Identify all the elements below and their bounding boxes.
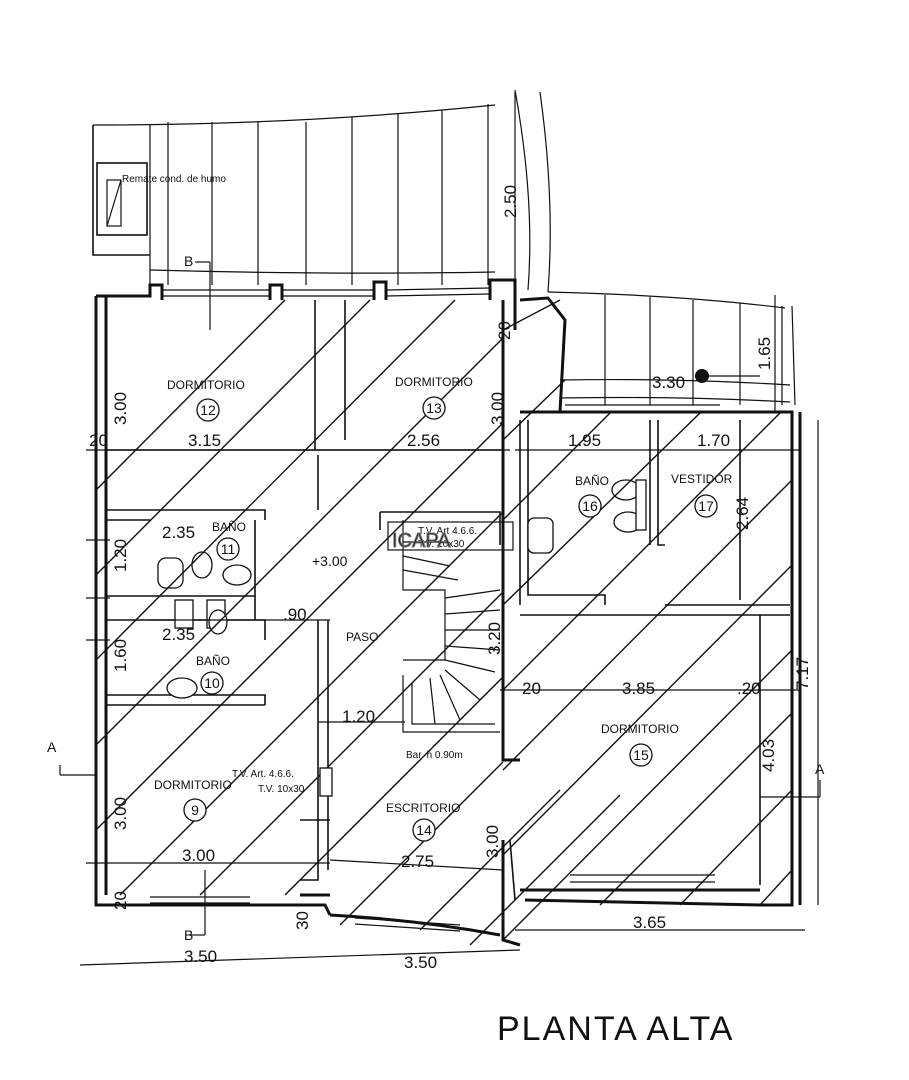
room-bano-16: BAÑO 16 [575,474,609,518]
tv-note-upper: T.V. Art 4.6.6. T.V. 10x30 ICAPA [387,521,514,553]
level-mark: +3.00 [312,553,348,569]
tv-note-lower: T.V. Art. 4.6.6. T.V. 10x30 [232,767,333,797]
section-markers: A A B B [47,253,825,943]
room-paso: PASO [346,630,378,644]
dimension-labels: 2.50 20 3.00 20 3.15 2.56 3.00 1.95 1.70… [89,185,812,972]
svg-text:A: A [815,761,825,777]
svg-text:3.50: 3.50 [184,947,217,966]
svg-text:3.20: 3.20 [485,622,504,655]
pergola-top-right [547,291,796,406]
svg-text:2.64: 2.64 [733,497,752,530]
svg-text:7.17: 7.17 [793,657,812,690]
svg-text:1.60: 1.60 [111,639,130,672]
svg-text:BAÑO: BAÑO [212,520,246,534]
svg-text:20: 20 [111,891,130,910]
svg-text:17: 17 [698,498,714,514]
svg-text:12: 12 [200,402,216,418]
svg-text:T.V. Art 4.6.6.: T.V. Art 4.6.6. [418,526,477,537]
svg-text:4.03: 4.03 [759,739,778,772]
svg-text:VESTIDOR: VESTIDOR [671,472,733,486]
svg-text:BAÑO: BAÑO [196,654,230,668]
svg-text:1.20: 1.20 [342,707,375,726]
svg-text:15: 15 [633,747,649,763]
chimney-note: Remate cond. de humo [122,174,226,185]
windows [150,287,720,932]
watermark: ICAPA [392,530,451,552]
svg-text:3.30: 3.30 [652,373,685,392]
interior-walls [106,300,790,901]
room-bano-10: BAÑO 10 [196,654,230,695]
svg-text:2.56: 2.56 [407,431,440,450]
staircase: Bar. h 0.90m [379,511,501,761]
dimension-lines [59,92,821,966]
svg-text:ESCRITORIO: ESCRITORIO [386,801,460,815]
room-dormitorio-9: DORMITORIO 9 [154,778,232,822]
svg-text:1.70: 1.70 [697,431,730,450]
svg-text:13: 13 [426,400,442,416]
svg-text:.20: .20 [737,679,761,698]
svg-text:PASO: PASO [346,630,378,644]
svg-text:2.35: 2.35 [162,625,195,644]
svg-text:1.65: 1.65 [755,337,774,370]
svg-text:3.65: 3.65 [633,913,666,932]
svg-text:T.V. 10x30: T.V. 10x30 [418,539,465,550]
room-dormitorio-13: DORMITORIO 13 [395,375,473,420]
room-dormitorio-12: DORMITORIO 12 [167,378,245,422]
room-dormitorio-15: DORMITORIO 15 [601,722,679,767]
svg-text:20: 20 [495,321,514,340]
stair-note: Bar. h 0.90m [406,750,463,761]
svg-text:BAÑO: BAÑO [575,474,609,488]
svg-text:3.15: 3.15 [188,431,221,450]
room-escritorio-14: ESCRITORIO 14 [386,801,460,842]
svg-text:3.00: 3.00 [111,392,130,425]
svg-text:2.50: 2.50 [501,185,520,218]
svg-text:3.00: 3.00 [111,797,130,830]
svg-text:3.00: 3.00 [483,825,502,858]
svg-text:DORMITORIO: DORMITORIO [167,378,245,392]
svg-text:1.95: 1.95 [568,431,601,450]
svg-text:30: 30 [293,911,312,930]
fixtures [157,479,647,699]
svg-text:3.00: 3.00 [182,846,215,865]
svg-text:DORMITORIO: DORMITORIO [395,375,473,389]
chimney-cap [96,162,148,236]
svg-text:14: 14 [416,822,432,838]
svg-text:20: 20 [522,679,541,698]
svg-text:2.75: 2.75 [401,852,434,871]
svg-text:3.00: 3.00 [488,392,507,425]
svg-text:B: B [184,927,193,943]
svg-text:DORMITORIO: DORMITORIO [154,778,232,792]
plan-title: PLANTA ALTA [497,1010,734,1048]
pergola-top-left: Remate cond. de humo [92,89,551,293]
svg-text:16: 16 [582,498,598,514]
svg-text:11: 11 [221,541,236,557]
svg-text:B: B [184,253,193,269]
exterior-walls [94,278,802,947]
svg-text:20: 20 [89,431,108,450]
svg-text:9: 9 [191,802,199,818]
svg-text:3.50: 3.50 [404,953,437,972]
roof-hatching [95,299,793,946]
room-vestidor-17: VESTIDOR 17 [671,472,733,518]
svg-text:T.V. Art. 4.6.6.: T.V. Art. 4.6.6. [232,769,294,780]
svg-text:3.85: 3.85 [622,679,655,698]
room-bano-11: BAÑO 11 [212,520,246,561]
svg-text:2.35: 2.35 [162,523,195,542]
svg-text:.90: .90 [283,605,307,624]
svg-text:A: A [47,739,57,755]
svg-text:10: 10 [204,675,220,691]
svg-text:T.V. 10x30: T.V. 10x30 [258,784,305,795]
svg-text:DORMITORIO: DORMITORIO [601,722,679,736]
svg-text:1.20: 1.20 [111,539,130,572]
